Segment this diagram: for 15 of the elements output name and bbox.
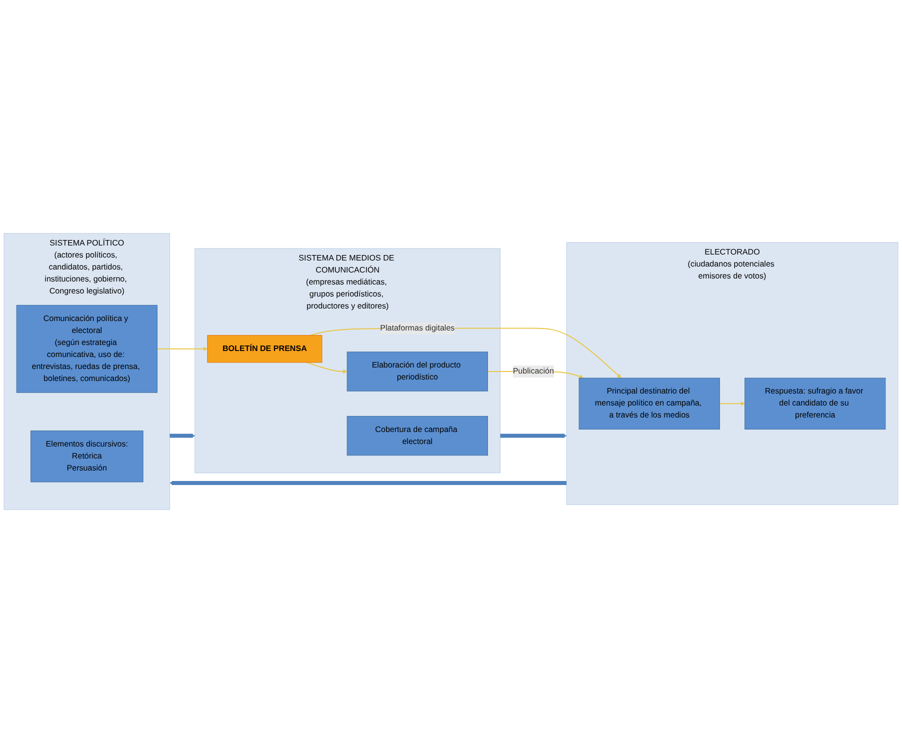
arrow <box>170 480 566 486</box>
node-box: Elaboración del producto periodístico <box>346 352 488 392</box>
node-box: Comunicación política y electoral (según estrategia comunicativa, uso de: entrevistas, ruedas de prensa, boletines, comunicados) <box>16 304 158 393</box>
node-box: Respuesta: sufragio a favor del candidato de su preferencia <box>744 378 886 430</box>
node-box: Elementos discursivos: Retórica Persuasión <box>30 430 144 482</box>
arrow <box>157 346 208 352</box>
arrow <box>170 434 196 438</box>
arrow <box>500 434 567 438</box>
edge-label: Publicación <box>512 366 554 376</box>
arrow <box>720 401 745 406</box>
arrow <box>306 362 348 374</box>
node-box: Principal destinatrio del mensaje político en campaña, a través de los medios <box>578 378 720 430</box>
node-box: Cobertura de campaña electoral <box>346 416 488 456</box>
node-box: BOLETÍN DE PRENSA <box>207 335 322 363</box>
edge-label: Plataformas digitales <box>380 324 455 332</box>
